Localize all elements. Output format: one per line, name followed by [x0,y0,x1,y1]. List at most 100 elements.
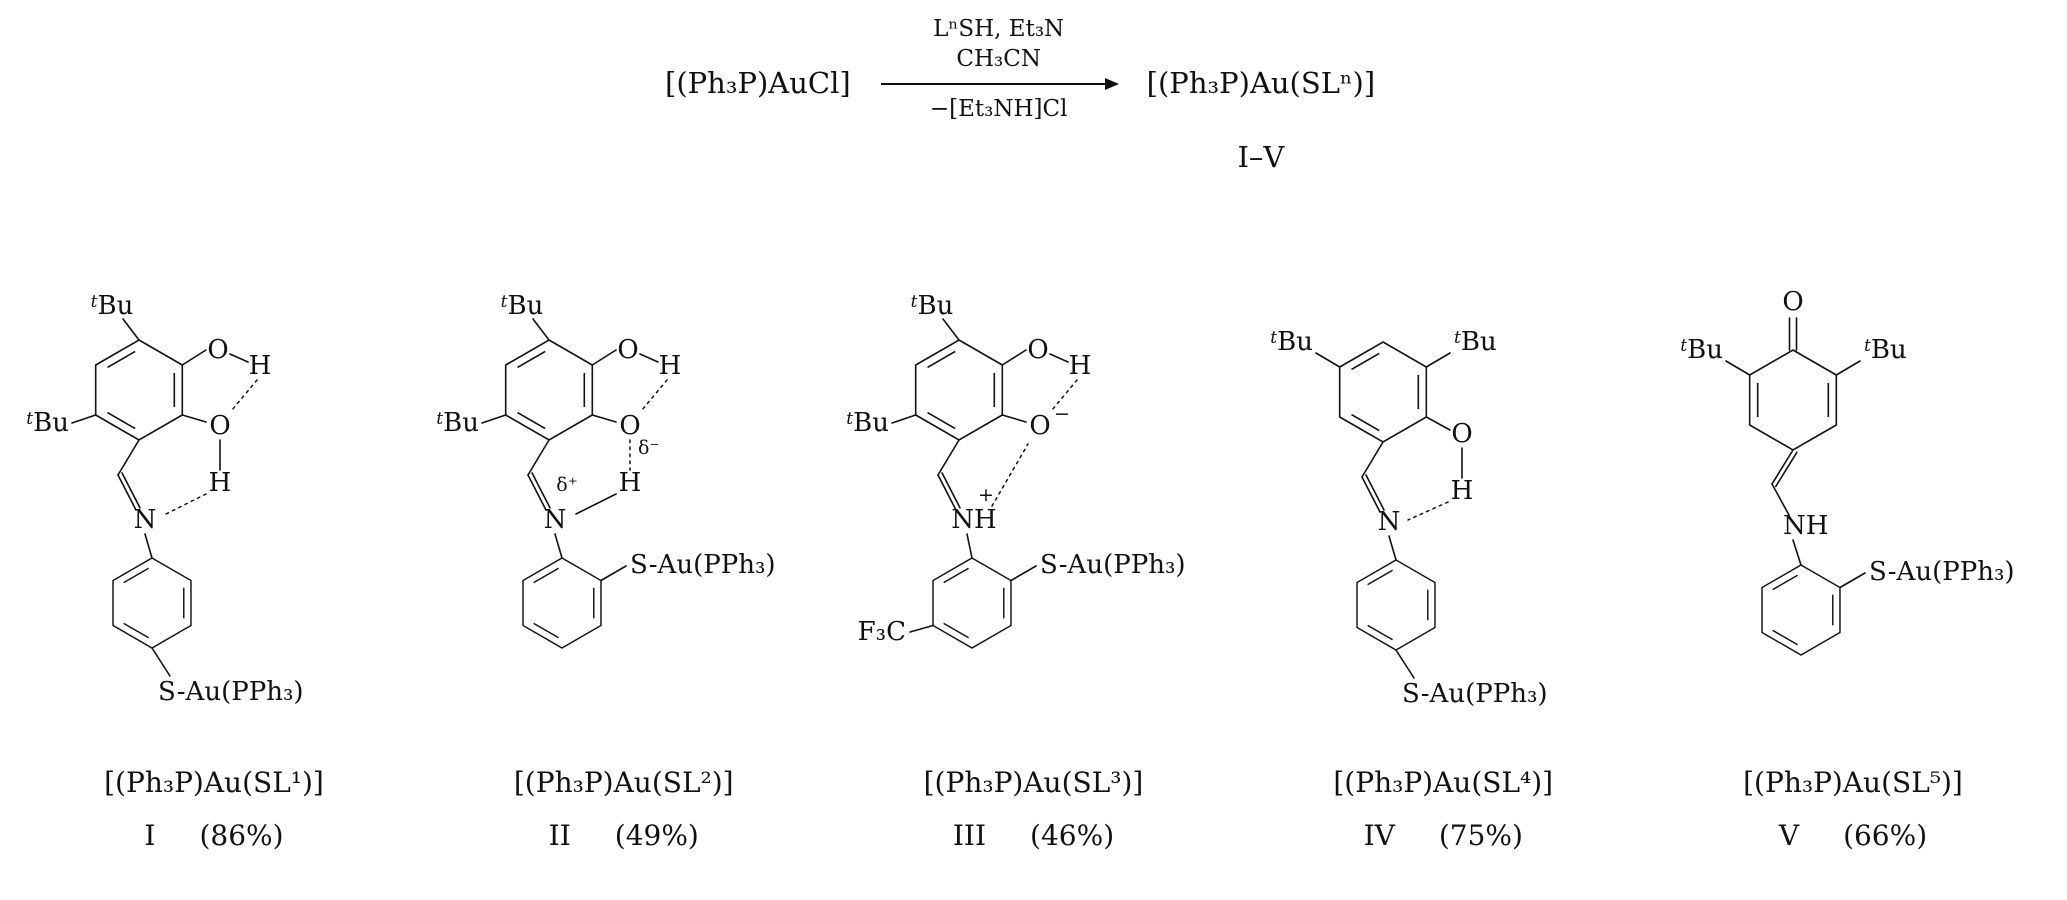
complex-numeral: V [1778,819,1800,852]
reaction-arrow-block: LⁿSH, Et₃N CH₃CN −[Et₃NH]Cl [879,14,1119,124]
hydroxyl-o-label: O [209,411,230,441]
h-label: H [209,468,232,498]
conditions-line-2: CH₃CN [956,46,1041,72]
tbu-label: tBu [910,291,953,321]
complex-4: tBu tBu O H N S-Au(PPh₃) [(Ph₃P)Au(SL⁴)]… [1243,270,1643,852]
caption-4: [(Ph₃P)Au(SL⁴)] IV (75%) [1243,766,1643,852]
imine-n-label: N [1378,507,1401,537]
imine-n-label: N [543,505,566,535]
yield-line: III (46%) [834,819,1234,852]
aniline-ring [931,557,1012,649]
h-label: H [618,468,641,498]
structure-drawing-5: O tBu tBu NH S-Au(PPh₃) [1680,287,2015,656]
complex-numeral: II [548,819,571,852]
tbu-label: tBu [91,291,134,321]
delta-minus-label: δ⁻ [638,437,659,459]
tbu-label: tBu [1454,327,1497,357]
phenol-ring [94,339,184,441]
minus-charge-label: − [1054,403,1070,425]
bonds [71,318,249,677]
s-au-label: S-Au(PPh₃) [630,550,776,580]
structures-row: tBu tBu O H O H N S-Au(PPh₃) [(Ph₃P)Au(S… [0,270,2067,852]
complex-5: O tBu tBu NH S-Au(PPh₃) [(Ph₃P)Au(SL⁵)] … [1653,270,2053,852]
reaction-equation: [(Ph₃P)AuCl] LⁿSH, Et₃N CH₃CN −[Et₃NH]Cl… [665,14,1375,174]
phenol-ring [1339,341,1428,443]
complex-yield: (46%) [1030,819,1115,852]
aniline-ring [522,557,602,649]
bonds [1725,317,1866,589]
aniline-ring [112,557,192,649]
product-formula: [(Ph₃P)Au(SLⁿ)] [1146,66,1376,100]
complex-numeral: I [144,819,156,852]
yield-line: V (66%) [1653,819,2053,852]
complex-1: tBu tBu O H O H N S-Au(PPh₃) [(Ph₃P)Au(S… [14,270,414,852]
phenolate-o-label: O [619,411,640,441]
product-numeral-range: I–V [1237,140,1285,174]
ketone-o-label: O [1782,287,1803,317]
tbu-label: tBu [1864,335,1907,365]
s-au-label: S-Au(PPh₃) [1040,550,1186,580]
hydroxyl-o-label: O [207,335,228,365]
s-au-label: S-Au(PPh₃) [1402,679,1548,709]
hydrogen-bonds [990,379,1078,507]
quinone-ring [1748,349,1838,451]
structure-drawing-2: tBu tBu O H O δ⁻ H δ⁺ N S-Au(PPh₃) [436,291,776,649]
cf3-label: F₃C [857,617,905,647]
complex-yield: (49%) [614,819,699,852]
structure-drawing-4: tBu tBu O H N S-Au(PPh₃) [1271,327,1548,709]
yield-line: I (86%) [14,819,414,852]
complex-numeral: III [952,819,987,852]
caption-5: [(Ph₃P)Au(SL⁵)] V (66%) [1653,766,2053,852]
hydroxyl-o-label: O [1027,335,1048,365]
imine-n-label: N [134,505,157,535]
s-au-label: S-Au(PPh₃) [158,677,304,707]
hydrogen-bonds [1407,501,1449,521]
phenol-ring [914,339,1003,441]
hydrogen-bonds [629,379,668,471]
tbu-label: tBu [1271,327,1314,357]
phenolate-o-label: O [1029,411,1050,441]
yield-line: IV (75%) [1243,819,1643,852]
delta-plus-label: δ⁺ [556,474,577,496]
caption-2: [(Ph₃P)Au(SL²)] II (49%) [424,766,824,852]
reactant-formula: [(Ph₃P)AuCl] [665,66,851,100]
byproduct-label: −[Et₃NH]Cl [929,96,1068,122]
complex-formula: [(Ph₃P)Au(SL¹)] [104,766,324,799]
h-label: H [1451,476,1474,506]
tbu-label: tBu [436,408,479,438]
complex-formula: [(Ph₃P)Au(SL⁴)] [1333,766,1554,799]
structure-drawing-3: tBu tBu O H O − NH + F₃C S-Au(PPh₃) [846,291,1186,649]
hydrogen-bonds [165,379,258,515]
tbu-label: tBu [1680,335,1723,365]
complex-3: tBu tBu O H O − NH + F₃C S-Au(PPh₃) [(Ph… [834,270,1234,852]
caption-1: [(Ph₃P)Au(SL¹)] I (86%) [14,766,414,852]
arrow-head-icon [1104,78,1119,90]
tbu-label: tBu [26,408,69,438]
iminium-nh-label: NH [951,505,996,535]
tbu-label: tBu [846,408,889,438]
complex-formula: [(Ph₃P)Au(SL⁵)] [1743,766,1963,799]
complex-formula: [(Ph₃P)Au(SL³)] [923,766,1144,799]
s-au-label: S-Au(PPh₃) [1869,557,2015,587]
bonds [1315,352,1464,679]
aniline-ring [1356,559,1436,651]
bonds [480,318,659,582]
conditions-line-1: LⁿSH, Et₃N [933,16,1065,42]
h-label: H [1068,351,1091,381]
structure-drawing-1: tBu tBu O H O H N S-Au(PPh₃) [26,291,304,707]
phenol-ring [504,339,593,441]
h-label: H [658,351,681,381]
complex-yield: (86%) [199,819,284,852]
product-block: [(Ph₃P)Au(SLⁿ)] I–V [1147,14,1376,174]
reaction-arrow [880,78,1119,90]
amine-nh-label: NH [1783,511,1828,541]
h-label: H [249,351,272,381]
plus-charge-label: + [978,484,994,506]
bonds [890,318,1069,633]
complex-numeral: IV [1363,819,1395,852]
complex-yield: (66%) [1843,819,1928,852]
hydroxyl-o-label: O [617,335,638,365]
complex-2: tBu tBu O H O δ⁻ H δ⁺ N S-Au(PPh₃) [(Ph₃… [424,270,824,852]
caption-3: [(Ph₃P)Au(SL³)] III (46%) [834,766,1234,852]
